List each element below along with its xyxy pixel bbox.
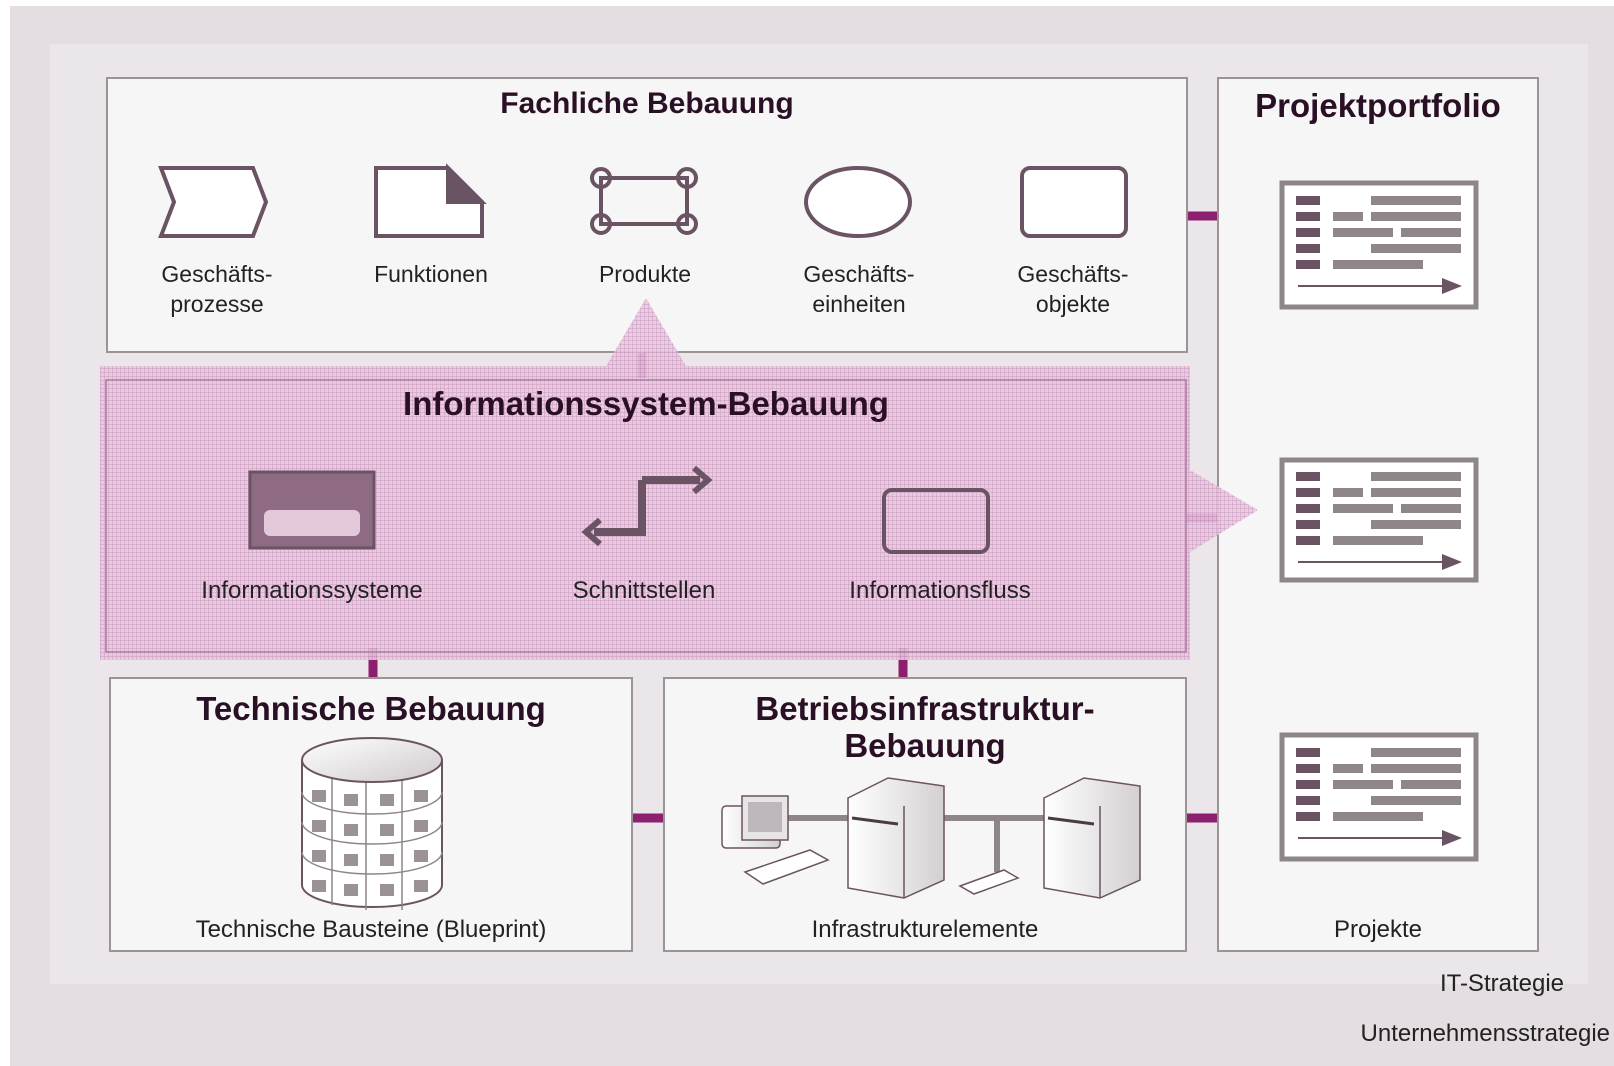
server-icon xyxy=(1043,777,1141,899)
server-icon xyxy=(847,777,945,899)
overlay-pointer-right xyxy=(1190,470,1258,552)
fachliche-bebauung-title: Fachliche Bebauung xyxy=(500,87,794,120)
business-unit-ellipse-icon xyxy=(804,166,912,238)
overlay-pointer-up xyxy=(606,298,686,366)
gantt-chart-icon xyxy=(1279,180,1479,310)
corporate-strategy-label: Unternehmensstrategie xyxy=(1360,1020,1610,1047)
projektportfolio-title: Projektportfolio xyxy=(1255,87,1501,124)
label-infrastrukturelemente: Infrastrukturelemente xyxy=(811,916,1039,943)
informationssystem-bebauung-title: Informationssystem-Bebauung xyxy=(403,385,889,422)
label-informationsfluss: Informationsfluss xyxy=(849,577,1031,604)
betriebsinfrastruktur-title-line1: Betriebsinfrastruktur- xyxy=(755,690,1095,727)
blueprint-database-icon xyxy=(301,737,443,910)
label-geschaeftseinheiten: Geschäfts- einheiten xyxy=(803,261,915,317)
function-document-icon xyxy=(374,163,487,238)
label-produkte: Produkte xyxy=(598,261,692,287)
gantt-chart-icon xyxy=(1279,732,1479,862)
business-object-rectangle-icon xyxy=(1020,166,1128,238)
technische-bebauung-title: Technische Bebauung xyxy=(196,690,546,727)
infrastructure-network-icon xyxy=(721,777,1141,899)
it-strategy-label: IT-Strategie xyxy=(1439,970,1564,997)
label-informationssysteme: Informationssysteme xyxy=(201,577,423,604)
product-frame-icon xyxy=(590,167,698,235)
betriebsinfrastruktur-title-line2: Bebauung xyxy=(844,727,1006,764)
workstation-icon xyxy=(721,795,830,885)
label-projekte: Projekte xyxy=(1333,916,1423,943)
label-geschaeftsobjekte: Geschäfts- objekte xyxy=(1017,261,1129,317)
keyboard-icon xyxy=(958,869,1020,895)
label-technische-bausteine: Technische Bausteine (Blueprint) xyxy=(195,916,547,943)
label-schnittstellen: Schnittstellen xyxy=(572,577,716,604)
label-funktionen: Funktionen xyxy=(374,261,488,287)
interface-arrows-icon xyxy=(581,465,713,547)
process-chevron-icon xyxy=(158,166,269,238)
gantt-chart-icon xyxy=(1279,457,1479,583)
information-flow-icon xyxy=(882,488,990,554)
label-geschaeftsprozesse: Geschäfts- prozesse xyxy=(161,261,273,317)
information-system-icon xyxy=(248,470,376,550)
